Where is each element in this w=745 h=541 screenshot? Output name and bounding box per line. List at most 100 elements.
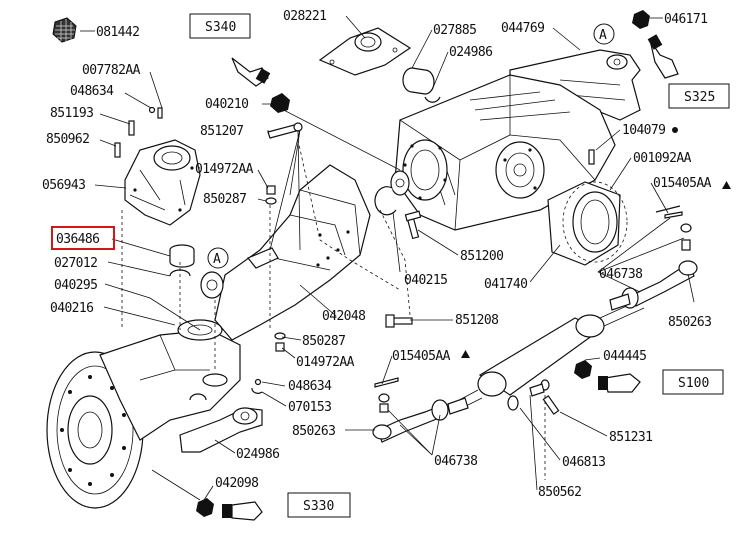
svg-text:A: A <box>599 28 607 43</box>
plug-connector-icon <box>222 501 263 521</box>
part-gearbox-housing <box>390 74 616 231</box>
label-851231[interactable]: 851231 <box>609 430 653 445</box>
part-851208-bolt <box>385 314 413 328</box>
label-015405AA[interactable]: 015405AA <box>653 176 712 191</box>
part-070153-clip <box>251 387 263 394</box>
label-036486[interactable]: 036486 <box>56 232 100 247</box>
part-024986-steering-arm <box>179 393 263 453</box>
ref-box-s340[interactable]: S340 <box>189 13 251 39</box>
label-040215[interactable]: 040215 <box>404 273 448 288</box>
part-850562-fitting <box>529 383 545 397</box>
label-042048[interactable]: 042048 <box>322 309 366 324</box>
part-056943-upper-housing <box>124 139 201 226</box>
label-851200[interactable]: 851200 <box>460 249 504 264</box>
part-048634-pin <box>148 106 156 114</box>
label-850263[interactable]: 850263 <box>668 315 712 330</box>
part-046171-hex <box>632 10 650 29</box>
svg-text:A: A <box>213 252 221 267</box>
label-024986[interactable]: 024986 <box>236 447 280 462</box>
part-851193-bolt <box>128 120 135 136</box>
label-014972AA[interactable]: 014972AA <box>195 162 254 177</box>
label-850287[interactable]: 850287 <box>203 192 247 207</box>
triangle-marker <box>461 350 470 358</box>
label-044769[interactable]: 044769 <box>501 21 545 36</box>
part-044445-steering-cylinder <box>449 299 645 413</box>
part-081442-icon <box>52 17 77 43</box>
label-007782AA[interactable]: 007782AA <box>82 63 141 78</box>
label-046738[interactable]: 046738 <box>599 267 643 282</box>
plug-connector-icon <box>598 373 641 393</box>
label-027012[interactable]: 027012 <box>54 256 98 271</box>
label-851193[interactable]: 851193 <box>50 106 94 121</box>
label-042098[interactable]: 042098 <box>215 476 259 491</box>
highlight-box-036486 <box>51 226 115 250</box>
part-040215-snap-ring <box>374 186 397 216</box>
part-036486-bushing <box>169 244 195 268</box>
label-850562[interactable]: 850562 <box>538 485 582 500</box>
label-014972AA[interactable]: 014972AA <box>296 355 355 370</box>
svg-text:S100: S100 <box>678 376 709 391</box>
label-001092AA[interactable]: 001092AA <box>633 151 692 166</box>
part-042048-axle-housing <box>200 164 371 341</box>
label-851207[interactable]: 851207 <box>200 124 244 139</box>
leader-lines <box>80 15 695 501</box>
part-104079-bolt <box>588 149 595 165</box>
part-044445-hex <box>574 360 592 379</box>
label-850287[interactable]: 850287 <box>302 334 346 349</box>
part-labels: 081442 007782AA 048634 851193 850962 056… <box>42 9 731 500</box>
part-850287-lower <box>274 332 286 340</box>
label-041740[interactable]: 041740 <box>484 277 528 292</box>
plug-connector-icon <box>231 57 271 87</box>
triangle-marker <box>722 181 731 189</box>
part-046813-nut <box>507 395 519 411</box>
label-851208[interactable]: 851208 <box>455 313 499 328</box>
label-081442[interactable]: 081442 <box>96 25 140 40</box>
ref-box-s325[interactable]: S325 <box>668 83 730 109</box>
part-048634-pin-lower <box>254 378 262 386</box>
svg-text:S325: S325 <box>684 90 715 105</box>
part-851231-bolt <box>542 395 560 415</box>
label-044445[interactable]: 044445 <box>603 349 647 364</box>
ref-box-s100[interactable]: S100 <box>662 369 724 395</box>
part-851207-pin <box>267 122 303 139</box>
part-028221-bracket <box>318 27 412 76</box>
label-024986[interactable]: 024986 <box>449 45 493 60</box>
part-014972AA-upper <box>266 185 276 195</box>
part-040210-hex <box>270 93 290 113</box>
ref-box-s330[interactable]: S330 <box>287 492 351 518</box>
label-040295[interactable]: 040295 <box>54 278 98 293</box>
label-040210[interactable]: 040210 <box>205 97 249 112</box>
label-015405AA[interactable]: 015405AA <box>392 349 451 364</box>
part-014972AA-lower <box>275 342 285 352</box>
label-040216[interactable]: 040216 <box>50 301 94 316</box>
part-tie-rod-end-left <box>372 377 469 443</box>
part-015405AA-pin-right <box>655 205 681 213</box>
part-851200-bolt <box>404 210 422 240</box>
label-048634[interactable]: 048634 <box>288 379 333 394</box>
part-041740-side-cover <box>547 181 628 266</box>
label-046813[interactable]: 046813 <box>562 455 606 470</box>
part-wheel-hub <box>46 319 241 509</box>
svg-text:S330: S330 <box>303 499 334 514</box>
part-850962-bolt <box>114 142 121 158</box>
assembly-dashed-lines <box>121 139 546 480</box>
label-027885[interactable]: 027885 <box>433 23 477 38</box>
part-850287-upper <box>265 197 277 205</box>
label-028221[interactable]: 028221 <box>283 9 327 24</box>
circle-marker-a: A <box>207 247 229 269</box>
label-056943[interactable]: 056943 <box>42 178 86 193</box>
label-070153[interactable]: 070153 <box>288 400 332 415</box>
label-850962[interactable]: 850962 <box>46 132 90 147</box>
label-104079[interactable]: 104079 <box>622 123 666 138</box>
dot-marker <box>672 127 678 133</box>
circle-marker-a: A <box>593 23 615 45</box>
label-048634[interactable]: 048634 <box>70 84 115 99</box>
part-027885-bushing <box>402 67 435 95</box>
svg-text:S340: S340 <box>205 20 236 35</box>
label-046171[interactable]: 046171 <box>664 12 708 27</box>
label-046738[interactable]: 046738 <box>434 454 478 469</box>
plug-connector-icon <box>647 34 679 79</box>
label-850263[interactable]: 850263 <box>292 424 336 439</box>
part-tie-rod-end-right <box>609 211 698 311</box>
